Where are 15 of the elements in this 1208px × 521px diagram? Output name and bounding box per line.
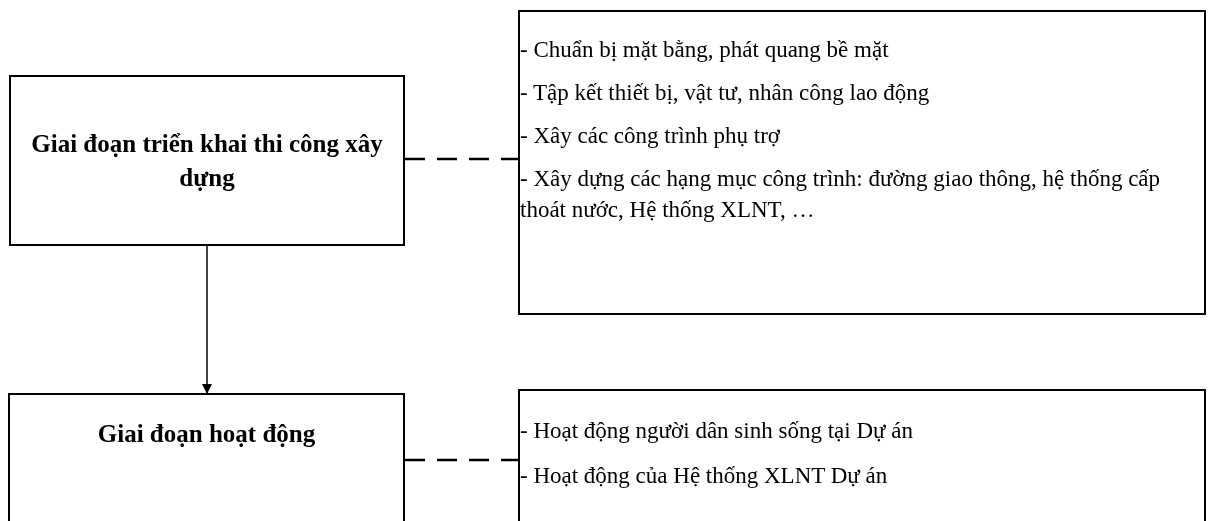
- stage-box: [8, 393, 405, 521]
- activity-item: - Hoạt động của Hệ thống XLNT Dự án: [520, 462, 889, 490]
- activity-item: - Tập kết thiết bị, vật tư, nhân công lao động: [520, 79, 931, 107]
- activity-list-box: [518, 10, 1206, 315]
- stage-title: Giai đoạn triển khai thi công xây dựng: [30, 128, 384, 193]
- arrow: [202, 245, 212, 394]
- dashed-connector: [405, 458, 518, 462]
- dashed-connector: [405, 157, 518, 161]
- activity-list-box: [518, 389, 1206, 521]
- activity-item: - Xây các công trình phụ trợ: [520, 122, 781, 150]
- activity-item: - Xây dựng các hạng mục công trình: đường giao thông, hệ thống cấp thoát nước, Hệ thống XLNT, …: [520, 165, 1162, 224]
- stage-box: [9, 75, 405, 246]
- stage-title: Giai đoạn hoạt động: [97, 419, 316, 449]
- activity-item: - Chuẩn bị mặt bằng, phát quang bề mặt: [520, 36, 890, 64]
- activity-item: - Hoạt động người dân sinh sống tại Dự án: [520, 417, 914, 445]
